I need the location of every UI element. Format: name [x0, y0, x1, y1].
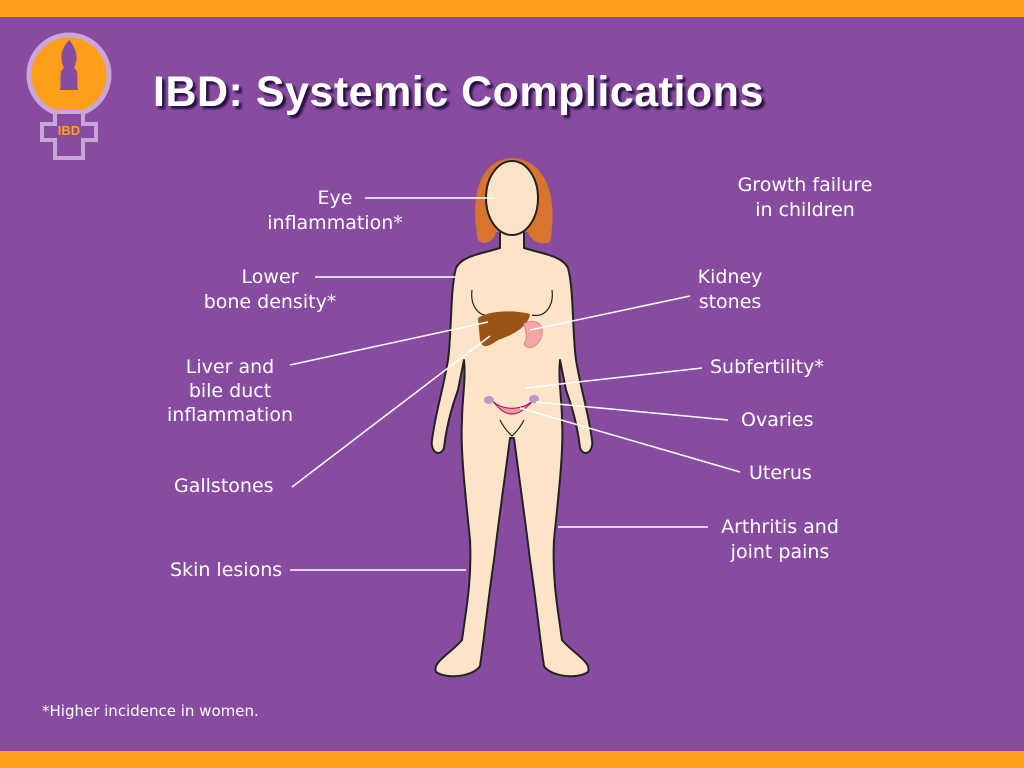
label-uterus: Uterus [749, 462, 812, 484]
ibd-logo: IBD [26, 32, 112, 160]
label-gallstones: Gallstones [174, 475, 274, 497]
logo-text: IBD [58, 123, 80, 138]
label-line: Eye [317, 187, 353, 209]
label-line: Lower [241, 266, 299, 288]
label-subfertility: Subfertility* [710, 356, 824, 378]
label-line: inflammation* [267, 212, 403, 234]
line-liver [289, 321, 489, 366]
line-subfertility [524, 367, 703, 389]
bottom-accent-bar [0, 751, 1024, 768]
footnote: *Higher incidence in women. [42, 702, 259, 720]
top-accent-bar [0, 0, 1024, 17]
label-arthritis: Arthritis and joint pains [700, 515, 860, 565]
label-kidney-stones: Kidney stones [680, 265, 780, 315]
label-line: Liver and [185, 356, 275, 378]
uterus-organ [491, 399, 535, 415]
label-line: joint pains [730, 541, 830, 563]
label-line: Kidney [697, 266, 763, 288]
label-eye-inflammation: Eye inflammation* [255, 186, 415, 236]
line-uterus [519, 407, 741, 473]
label-line: bone density* [203, 291, 337, 313]
label-line: in children [755, 199, 855, 221]
slide-title: IBD: Systemic Complications [153, 68, 764, 116]
ovary-left [484, 396, 494, 404]
line-kidney [529, 295, 691, 331]
label-line: Arthritis and [721, 516, 839, 538]
body-figure [430, 158, 594, 678]
ovary-right [529, 395, 539, 403]
body-silhouette [430, 227, 594, 678]
label-line: inflammation [167, 404, 293, 426]
label-liver-bile-duct: Liver and bile duct inflammation [150, 355, 310, 427]
label-line: bile duct [188, 380, 272, 402]
line-ovaries [535, 401, 729, 421]
label-lower-bone-density: Lower bone density* [190, 265, 350, 315]
liver-organ [478, 311, 530, 347]
label-line: Growth failure [737, 174, 873, 196]
label-line: stones [698, 291, 762, 313]
label-skin-lesions: Skin lesions [170, 559, 283, 581]
label-growth-failure: Growth failure in children [725, 173, 885, 223]
line-gallstones [291, 335, 491, 488]
pointer-lines [289, 197, 741, 571]
label-ovaries: Ovaries [741, 409, 814, 431]
